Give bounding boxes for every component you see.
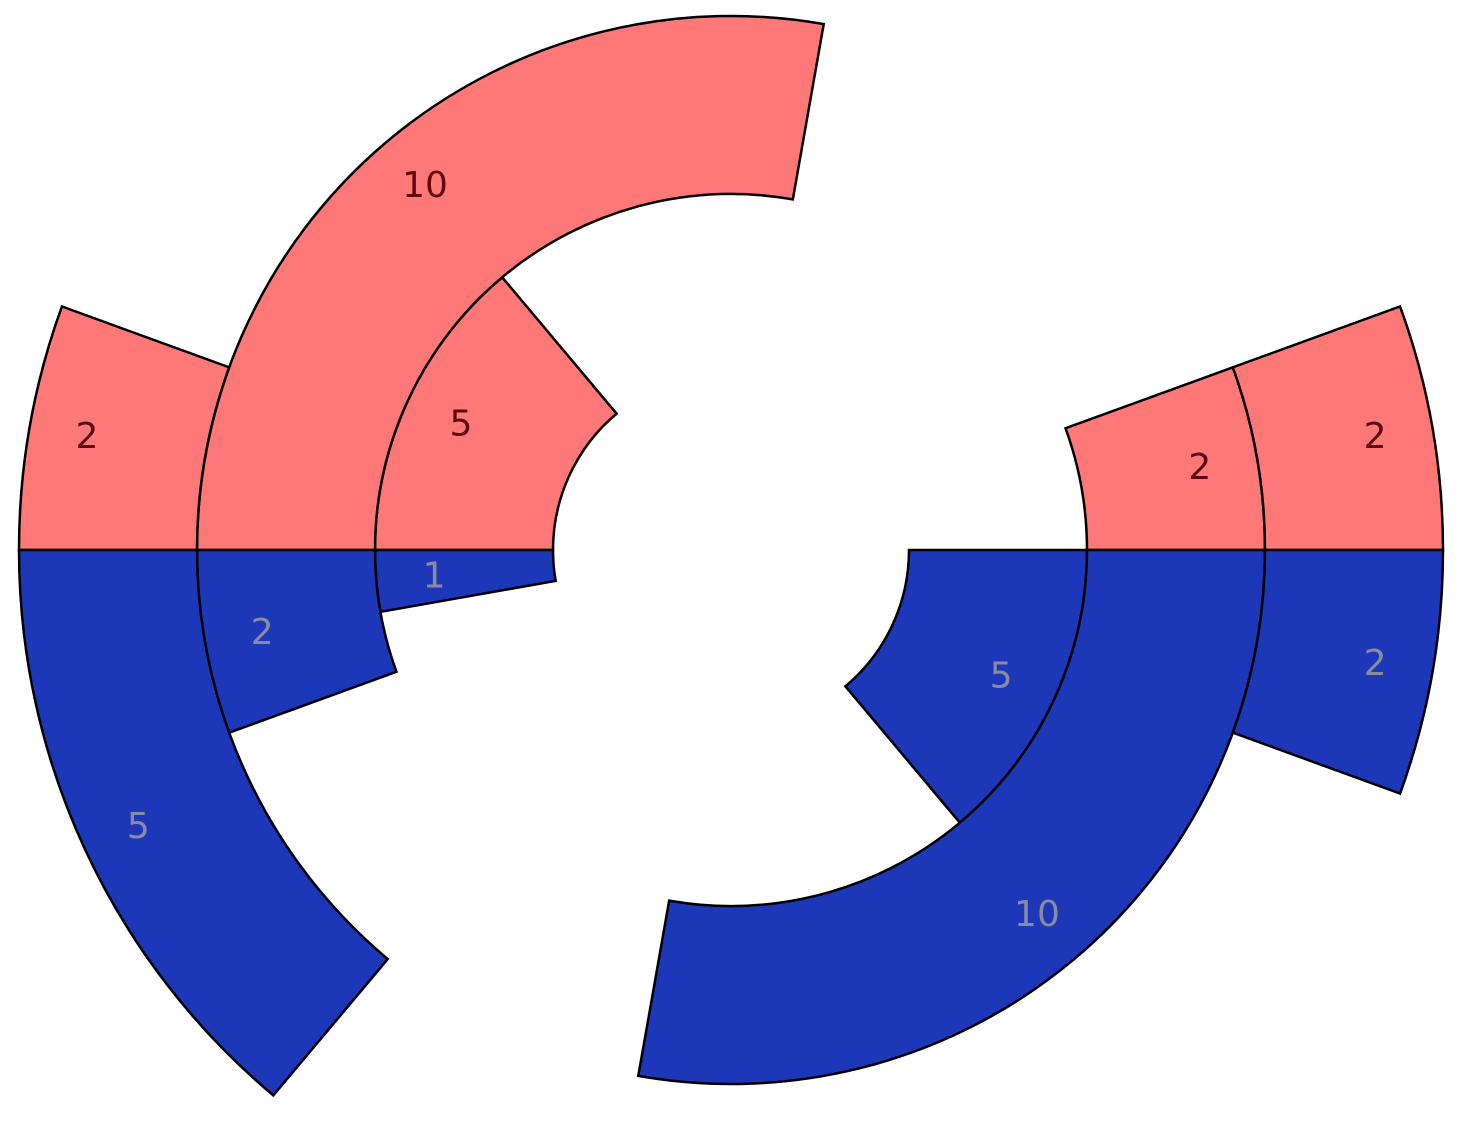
left-red-label-ring-2: 10 [402, 165, 448, 206]
left-blue-label-ring-2: 2 [251, 612, 274, 653]
left-red-label-ring-3: 2 [75, 416, 98, 457]
left-red-segment-ring-3 [17, 304, 231, 552]
right-red-label-ring-2: 2 [1188, 447, 1211, 488]
left-blue-segment-ring-2 [195, 548, 399, 735]
right-red-segment-ring-3 [1231, 304, 1445, 552]
left-red-segment-ring-2 [195, 14, 826, 552]
right-blue-segment-ring-2 [636, 548, 1267, 1086]
right-blue-label-ring-1: 5 [990, 655, 1013, 696]
right-blue-segment-ring-3 [1231, 548, 1445, 796]
left-blue-segment-ring-3 [17, 548, 390, 1098]
right-blue-label-ring-3: 2 [1364, 643, 1387, 684]
right-red-segment-ring-2 [1063, 365, 1267, 552]
left-blue-segment-ring-1 [373, 548, 558, 614]
right-blue-label-ring-2: 10 [1014, 894, 1060, 935]
left-blue-label-ring-1: 1 [423, 555, 446, 596]
left-red-label-ring-1: 5 [449, 404, 472, 445]
left-blue-label-ring-3: 5 [127, 806, 150, 847]
right-red-label-ring-3: 2 [1364, 416, 1387, 457]
